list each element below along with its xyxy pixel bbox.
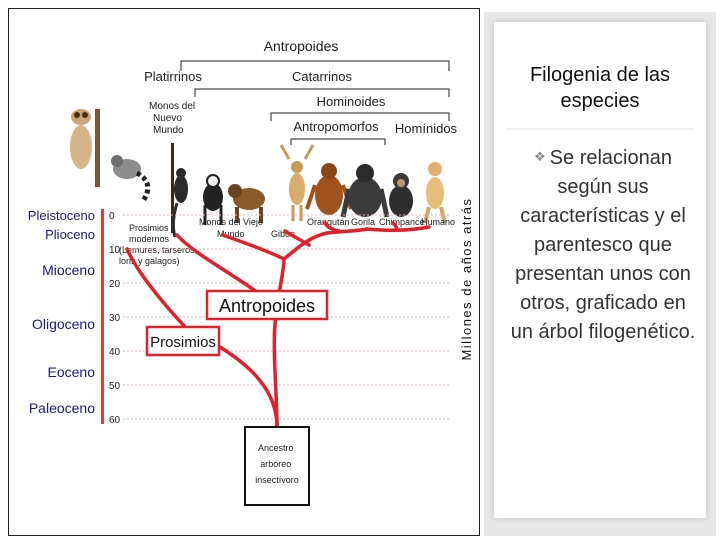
bullet-icon: ❖ [534,149,546,164]
axis-label-millones: Millones de años atrás [459,197,474,360]
label-monos-viejo-mundo: Monos del Viejo Mundo [199,217,265,239]
tarsier-icon [70,109,100,187]
title-divider [506,128,694,130]
epoch-oligoceno: Oligoceno [32,316,95,332]
bracket-antropomorfos [291,139,385,145]
box-prosimios-label: Prosimios [150,334,216,351]
label-hominoides: Hominoides [317,94,386,109]
label-catarrinos: Catarrinos [292,69,352,84]
label-hominidos: Homínidos [395,121,458,136]
label-chimpance: Chimpancé [379,217,425,227]
phylogeny-figure: Antropoides Platirrinos Catarrinos Homin… [8,8,480,536]
bullet-item: ❖Se relacionan según sus características… [508,142,698,347]
chimpanzee-icon [389,173,413,217]
spider-monkey-icon [171,143,188,237]
bullet-text: Se relacionan según sus características … [511,147,696,343]
label-ancestro: Ancestro arbóreo insectívoro [255,443,299,485]
label-monos-nuevo-mundo: Monos del Nuevo Mundo [149,101,198,136]
scale-tick-60: 60 [109,415,121,426]
phylogeny-diagram: Antropoides Platirrinos Catarrinos Homin… [9,9,481,537]
epoch-eoceno: Eoceno [48,364,96,380]
scale-tick-50: 50 [109,381,121,392]
epoch-pleistoceno: Pleistoceno [28,208,95,223]
label-antropomorfos: Antropomorfos [293,119,379,134]
slide-panel: Filogenia de las especies ❖Se relacionan… [484,12,716,536]
epoch-paleoceno: Paleoceno [29,400,95,416]
scale-tick-20: 20 [109,279,121,290]
time-scale-bar [101,209,104,424]
label-humano: Humano [421,217,455,227]
epoch-mioceno: Mioceno [42,262,95,278]
scale-tick-10: 10 [109,245,121,256]
scale-tick-40: 40 [109,347,121,358]
label-platirrinos: Platirrinos [144,69,202,84]
box-antropoides-label: Antropoides [219,296,315,316]
lemur-icon [111,155,148,201]
label-antropoides-top: Antropoides [264,38,339,54]
human-icon [425,162,445,223]
slide-content: Filogenia de las especies ❖Se relacionan… [494,22,706,518]
gibbon-icon [281,145,313,221]
label-gorila: Gorila [351,217,375,227]
epoch-plioceno: Plioceno [45,227,95,242]
scale-tick-30: 30 [109,313,121,324]
slide-title: Filogenia de las especies [494,62,706,114]
scale-tick-0: 0 [109,211,115,222]
